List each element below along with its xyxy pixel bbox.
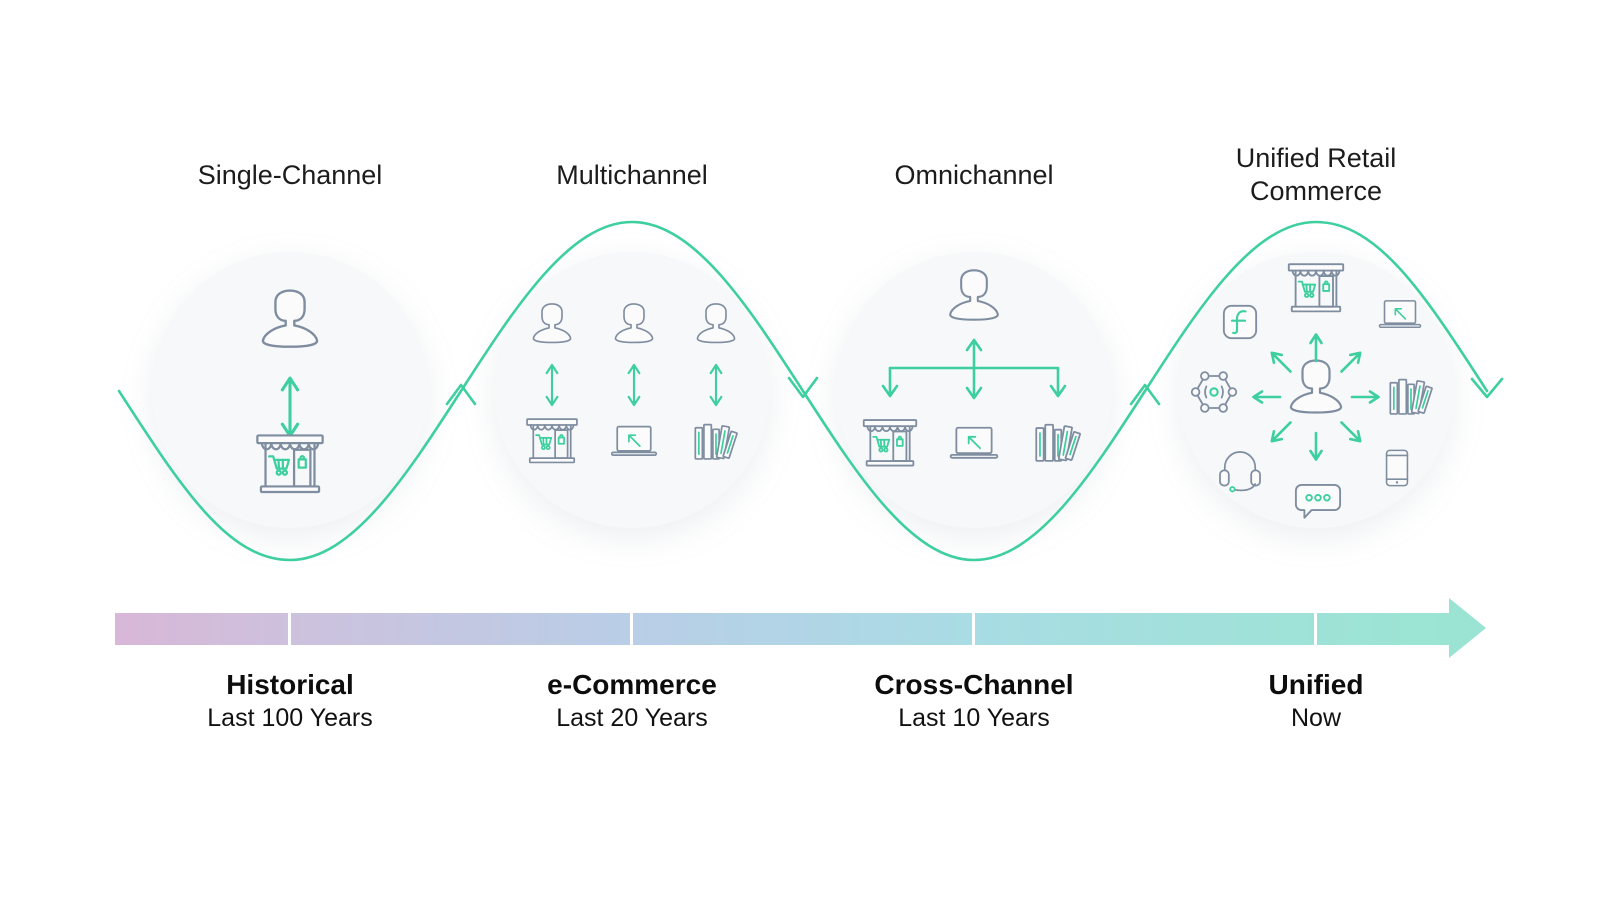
laptop-icon	[1378, 300, 1422, 329]
timeline-gradient-bar	[115, 613, 1449, 645]
stage-circle-multichannel	[494, 252, 770, 528]
timeline-divider	[288, 613, 291, 645]
era-caption-ecommerce: e-Commerce Last 20 Years	[472, 668, 792, 734]
laptop-icon	[610, 425, 658, 457]
branching-arrows-icon	[881, 338, 1067, 400]
stage-title-omnichannel: Omnichannel	[894, 159, 1054, 190]
era-caption-unified: Unified Now	[1156, 668, 1476, 734]
timeline-divider	[972, 613, 975, 645]
facebook-icon	[1222, 304, 1258, 340]
stage-title-unified-retail-commerce: Unified Retail Commerce	[1235, 143, 1397, 206]
era-caption-historical: Historical Last 100 Years	[130, 668, 450, 734]
era-caption-cross-channel: Cross-Channel Last 10 Years	[814, 668, 1134, 734]
timeline-divider	[1314, 613, 1317, 645]
stage-3-contents	[862, 269, 1082, 467]
evolution-wave-line	[117, 220, 1489, 562]
era-label: Historical	[226, 669, 354, 700]
wave-arrow-up-icon	[1129, 383, 1161, 406]
era-label: Cross-Channel	[874, 669, 1074, 700]
smartphone-icon	[1385, 449, 1409, 487]
era-time: Last 20 Years	[556, 704, 708, 732]
era-time: Now	[1290, 704, 1341, 732]
stage-title-multichannel: Multichannel	[556, 159, 708, 190]
wave-arrow-down-icon	[787, 376, 819, 399]
stage-title-single-channel: Single-Channel	[197, 159, 383, 190]
wave-arrow-up-icon	[445, 383, 477, 406]
era-time: Last 100 Years	[207, 704, 373, 732]
wave-arrow-end-icon	[1470, 377, 1504, 399]
timeline-arrowhead-icon	[1449, 598, 1486, 658]
era-time: Last 10 Years	[898, 704, 1050, 732]
laptop-icon	[949, 426, 999, 459]
era-label: e-Commerce	[547, 669, 717, 700]
timeline-divider	[630, 613, 633, 645]
era-label: Unified	[1268, 669, 1364, 700]
